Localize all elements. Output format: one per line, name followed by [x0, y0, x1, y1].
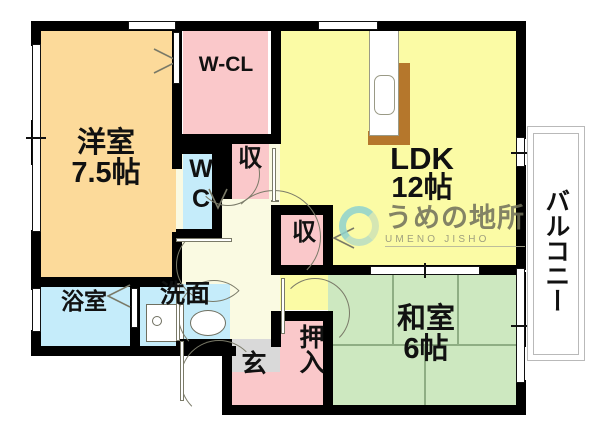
kitchen-sink — [374, 75, 395, 115]
label-bath: 浴室 — [61, 289, 107, 315]
label-washitsu-name: 和室 — [396, 301, 455, 335]
door-leaf-washitsu — [281, 278, 285, 334]
label-balcony: バルコニー — [541, 187, 571, 313]
room-fill-bath — [36, 284, 135, 350]
wall-ldk-left-lower — [271, 311, 281, 347]
label-storage-mid: 収 — [292, 218, 316, 246]
label-yoshitsu-name: 洋室 — [76, 125, 135, 159]
door-leaf-wc — [176, 238, 232, 242]
wall-top-right — [281, 21, 526, 31]
door-leaf-genkan — [180, 341, 184, 401]
wall-bottom-right — [222, 405, 526, 415]
window-mullion — [26, 137, 46, 139]
tatami-seam — [392, 273, 394, 344]
wall-wc-top — [176, 144, 228, 154]
bath-sliding-door — [131, 288, 138, 328]
wall-yoshitsu-right-a — [172, 139, 182, 169]
sliding-door-marker-wc2 — [208, 188, 228, 210]
balcony-inner-outline — [533, 133, 579, 355]
label-wc-w: W — [189, 155, 213, 183]
wall-bottom-left — [31, 346, 236, 356]
wall-left-lower — [31, 230, 41, 290]
window-ldk-top — [318, 21, 378, 30]
wall-right-mid — [516, 165, 526, 270]
wall-storage-mid-right — [323, 205, 333, 275]
door-leaf-senmen — [176, 283, 180, 341]
wcl-sliding-door — [173, 32, 180, 84]
room-fill-wcl — [183, 26, 268, 139]
partition-mullion — [424, 263, 426, 278]
kitchen-counter-edge — [396, 63, 410, 145]
wall-top-left — [31, 21, 176, 31]
label-wcl: W-CL — [198, 53, 254, 76]
label-ldk-name: LDK — [390, 141, 454, 176]
wall-right-upper — [516, 21, 526, 139]
label-senmen: 洗面 — [159, 279, 210, 308]
label-yoshitsu-size: 7.5帖 — [71, 157, 141, 189]
sliding-door-marker-bath — [106, 284, 131, 308]
wall-left-bottom — [31, 330, 41, 356]
label-washitsu-size: 6帖 — [403, 333, 449, 365]
tatami-seam — [457, 273, 459, 344]
label-oshiire: 押入 — [296, 324, 325, 374]
door-swing-storage-top — [196, 142, 260, 206]
wall-yoshitsu-bottom — [31, 277, 177, 287]
wall-oshiire-right — [323, 311, 333, 415]
window-yoshitsu-top — [128, 21, 176, 30]
label-genkan: 玄 — [241, 349, 267, 378]
wall-left-upper — [31, 21, 41, 46]
tatami-seam — [424, 344, 426, 415]
label-ldk-size: 12帖 — [391, 172, 453, 204]
door-leaf-ldk — [272, 148, 276, 202]
wall-right-bottom — [516, 380, 526, 415]
washing-machine-knob — [152, 316, 162, 326]
room-fill-yoshitsu — [36, 26, 176, 284]
door-swing-washitsu — [280, 278, 350, 348]
window-mullion — [511, 152, 531, 154]
label-wc-c: C — [191, 185, 211, 213]
wall-ldk-left-upper — [271, 21, 281, 144]
label-storage-top: 収 — [238, 144, 262, 172]
wall-top-mid — [176, 21, 281, 31]
sliding-door-marker-storage-mid — [332, 227, 355, 249]
window-mullion — [511, 325, 531, 327]
window-bath-left — [32, 288, 41, 332]
